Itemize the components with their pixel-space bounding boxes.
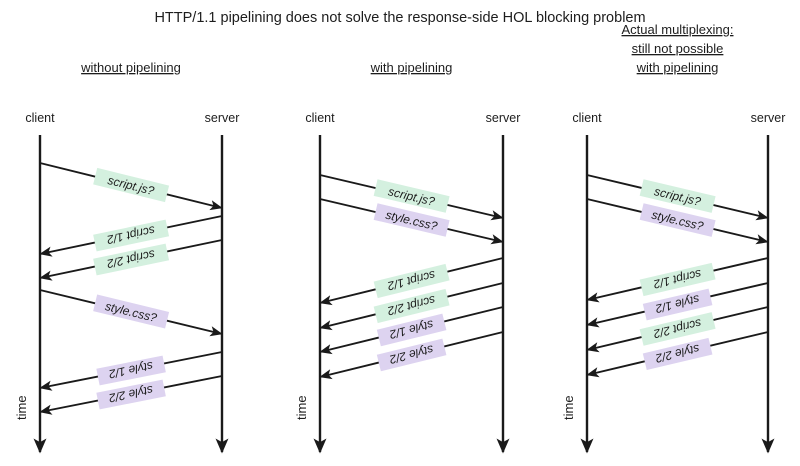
panel-heading-line: Actual multiplexing: xyxy=(622,22,734,37)
message-highlight xyxy=(93,243,170,276)
message-highlight xyxy=(93,219,170,252)
message-highlight xyxy=(376,338,447,372)
message-highlight xyxy=(93,294,170,329)
message-highlight xyxy=(376,313,447,347)
panel-heading-line: without pipelining xyxy=(80,60,181,75)
message-highlight xyxy=(642,337,713,371)
message-highlight xyxy=(93,167,170,203)
server-label: server xyxy=(751,111,786,125)
message-highlight xyxy=(642,288,713,321)
server-label: server xyxy=(205,111,240,125)
client-label: client xyxy=(572,111,602,125)
time-axis-label: time xyxy=(14,395,29,420)
message-label-group: style 2/2 xyxy=(96,379,166,410)
message-highlight xyxy=(639,312,716,346)
message-response: style 1/2 xyxy=(39,351,223,391)
message-label-group: style 1/2 xyxy=(96,355,166,386)
time-axis-label: time xyxy=(294,395,309,420)
message-label-group: style 2/2 xyxy=(642,337,713,371)
message-highlight xyxy=(639,262,716,297)
message-highlight xyxy=(96,379,166,410)
client-label: client xyxy=(25,111,55,125)
panel-actual-multiplexing: Actual multiplexing: still not possible wi… xyxy=(561,22,786,454)
message-response: style 2/2 xyxy=(586,331,769,378)
client-label: client xyxy=(305,111,335,125)
panel-heading-line: still not possible xyxy=(632,41,724,56)
message-highlight xyxy=(373,179,450,213)
message-response: style 2/2 xyxy=(39,375,223,415)
message-highlight xyxy=(639,203,716,237)
server-label: server xyxy=(486,111,521,125)
panel-heading-line: with pipelining xyxy=(636,60,719,75)
page-title: HTTP/1.1 pipelining does not solve the r… xyxy=(154,10,645,26)
message-highlight xyxy=(373,263,450,299)
message-highlight xyxy=(96,355,166,386)
message-highlight xyxy=(373,203,450,237)
message-highlight xyxy=(373,288,450,324)
message-highlight xyxy=(639,179,716,213)
panel-heading-line: with pipelining xyxy=(370,60,453,75)
time-axis-label: time xyxy=(561,395,576,420)
